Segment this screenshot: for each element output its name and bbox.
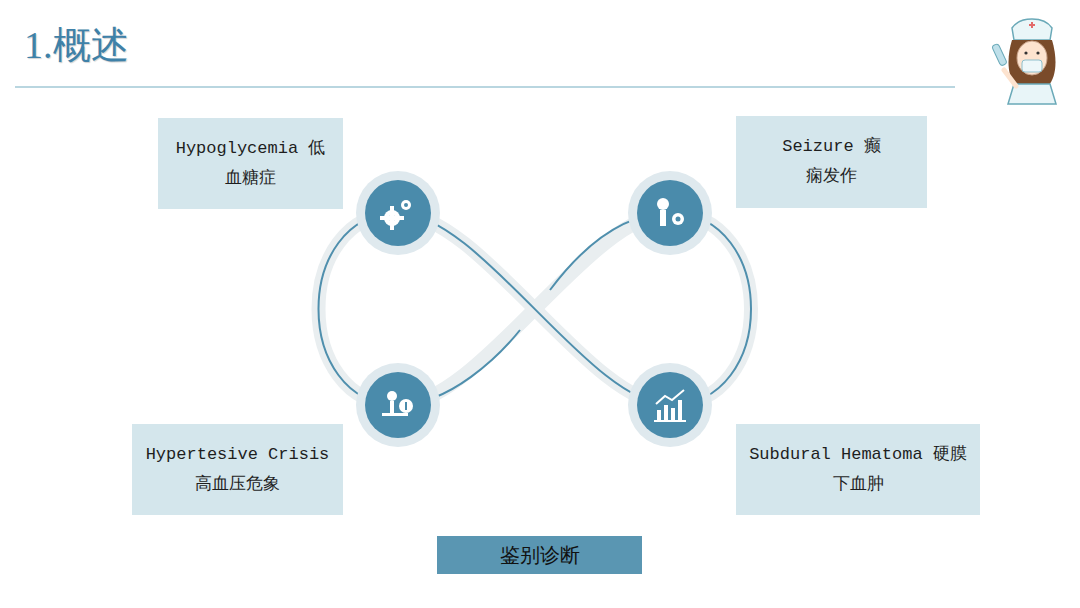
icon-circles (356, 171, 712, 447)
condition-box: Hypoglycemia 低血糖症 (158, 118, 343, 209)
condition-box: Seizure 癫痫发作 (736, 116, 927, 208)
condition-label: Subdural Hematoma 硬膜下血肿 (748, 440, 968, 500)
header-rule (15, 86, 955, 88)
band-label: 鉴别诊断 (500, 542, 580, 568)
condition-box: Hypertesive Crisis 高血压危象 (132, 424, 343, 515)
slide-title: 1.概述 (24, 22, 129, 68)
condition-label: Seizure 癫痫发作 (777, 132, 887, 192)
chart-icon (654, 390, 686, 422)
condition-label: Hypertesive Crisis 高血压危象 (145, 440, 331, 500)
scale-coin-icon (382, 391, 413, 416)
condition-box: Subdural Hematoma 硬膜下血肿 (736, 424, 980, 515)
nurse-illustration (992, 19, 1056, 104)
summary-band: 鉴别诊断 (437, 536, 642, 574)
condition-label: Hypoglycemia 低血糖症 (176, 134, 326, 194)
gears-icon (380, 200, 411, 230)
person-gear-icon (657, 198, 684, 226)
